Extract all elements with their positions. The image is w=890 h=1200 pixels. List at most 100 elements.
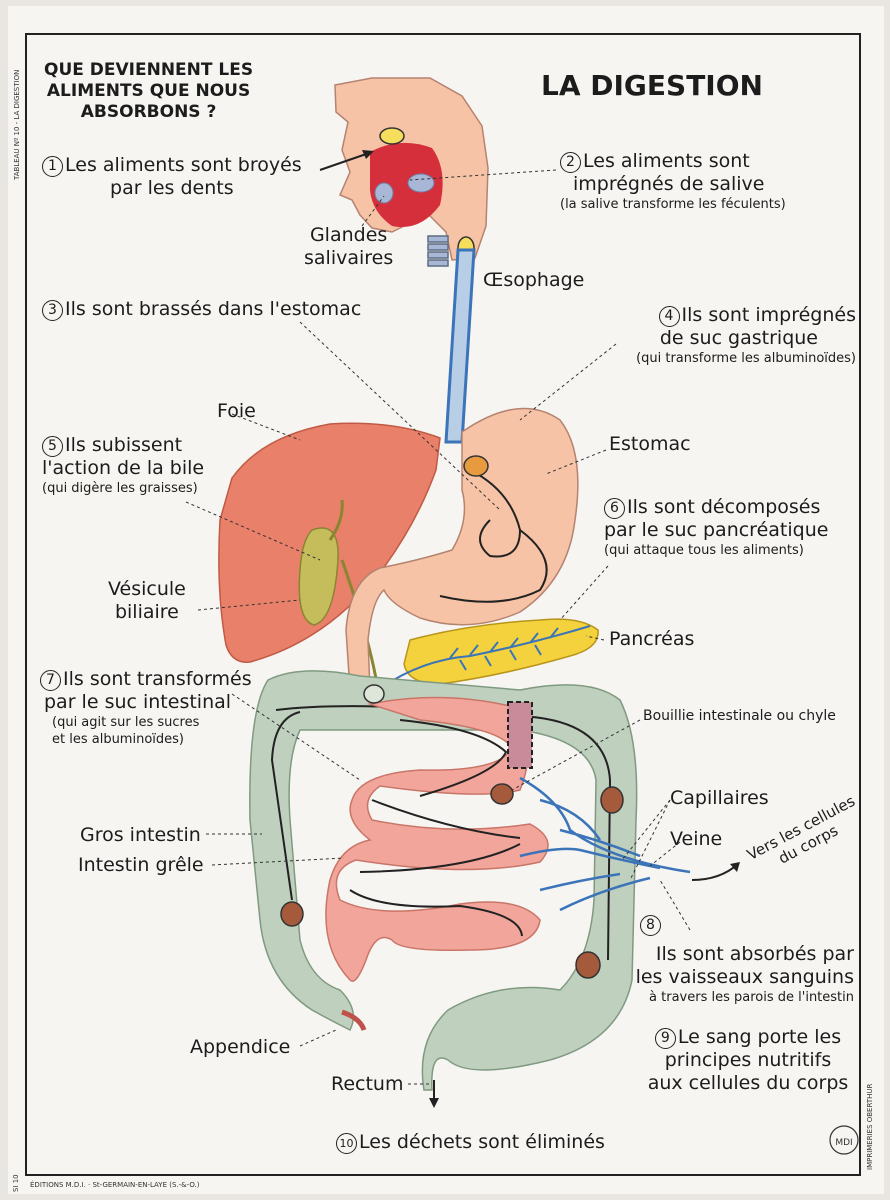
step-text: Ils sont transformés: [63, 668, 252, 690]
label-line: salivaires: [304, 247, 394, 269]
question-line: QUE DEVIENNENT LES: [44, 60, 254, 80]
step-text: aux cellules du corps: [647, 1072, 849, 1094]
label-oesophage: Œsophage: [483, 269, 585, 291]
step-note: (qui transforme les albuminoïdes): [636, 351, 856, 366]
label-appendice: Appendice: [190, 1036, 291, 1058]
label-pancreas: Pancréas: [609, 628, 695, 650]
step-text: principes nutritifs: [664, 1049, 832, 1071]
gallbladder: [298, 527, 339, 626]
question-line: ALIMENTS QUE NOUS: [46, 81, 251, 101]
step-text: Les aliments sont: [583, 150, 750, 172]
step-note: (qui digère les graisses): [42, 481, 198, 496]
step-text: par les dents: [110, 177, 234, 199]
footer-printer: IMPRIMERIES OBERTHUR: [866, 1083, 874, 1170]
step-note: (la salive transforme les féculents): [560, 197, 786, 212]
stomach: [345, 407, 579, 691]
oesophagus: [444, 248, 476, 444]
step-number: 4: [658, 306, 680, 327]
step-number: 7: [40, 670, 61, 691]
small-intestine: [325, 696, 549, 982]
label-gros-intestin: Gros intestin: [80, 824, 201, 846]
veine-arrow: [691, 863, 739, 881]
label-line: Glandes: [309, 224, 388, 246]
step-text: Ils sont absorbés par: [655, 943, 854, 965]
intestine-boluses: [280, 783, 624, 979]
label-line: biliaire: [114, 601, 179, 623]
chyle-segment: [507, 701, 533, 769]
label-vesicule-biliaire: Vésicule biliaire: [108, 578, 186, 624]
step-number: 9: [654, 1028, 676, 1049]
label-capillaires: Capillaires: [670, 787, 769, 809]
step-8-number: 8: [640, 913, 663, 936]
label-estomac: Estomac: [609, 433, 691, 455]
step-text: par le suc pancréatique: [604, 519, 829, 541]
header-question: QUE DEVIENNENT LES ALIMENTS QUE NOUS ABS…: [44, 60, 253, 123]
step-note: à travers les parois de l'intestin: [649, 990, 854, 1005]
step-number: 10: [336, 1133, 357, 1154]
step-number: 5: [42, 436, 63, 457]
step-text: imprégnés de salive: [573, 173, 765, 195]
head-section: [319, 77, 489, 267]
salivary-gland-upper: [407, 173, 435, 193]
leader-lines: [185, 169, 691, 1085]
appendix: [341, 1009, 367, 1031]
label-veine: Veine: [670, 828, 723, 850]
step-note: et les albuminoïdes): [52, 732, 184, 747]
label-line: Vésicule: [108, 578, 186, 600]
stomach-churn-path: [439, 469, 548, 603]
step-text: les vaisseaux sanguins: [635, 966, 854, 988]
question-line: ABSORBONS ?: [80, 102, 217, 122]
poster-title: LA DIGESTION: [541, 69, 763, 102]
step-text: l'action de la bile: [42, 457, 205, 479]
capillaries-vein: [519, 776, 691, 912]
step-number: 2: [560, 152, 581, 173]
step-text: Les aliments sont broyés: [65, 154, 302, 176]
label-glandes-salivaires: Glandes salivaires: [304, 224, 393, 270]
pancreas: [403, 618, 599, 685]
step-text: par le suc intestinal: [44, 691, 232, 713]
step-8: Ils sont absorbés par les vaisseaux sang…: [608, 943, 854, 1006]
step-number: 1: [42, 156, 63, 177]
footer-code: SI 10: [12, 1174, 20, 1192]
side-label: TABLEAU Nº 10 - LA DIGESTION: [13, 69, 21, 180]
large-intestine: [249, 670, 638, 1091]
mouth-cavity: [370, 142, 443, 228]
step-text: Le sang porte les: [677, 1026, 842, 1048]
step-note: (qui attaque tous les aliments): [604, 543, 804, 558]
bolus-duodenum: [363, 684, 385, 704]
trachea-rings: [427, 235, 449, 267]
step-number: 6: [604, 498, 625, 519]
label-bouillie-intestinale: Bouillie intestinale ou chyle: [643, 708, 836, 724]
bolus-stomach: [463, 455, 489, 477]
footer-editions: ÉDITIONS M.D.I. · St-GERMAIN-EN-LAYE (S.…: [30, 1181, 200, 1189]
mdi-logo: MDI: [829, 1125, 859, 1155]
step-text: Ils sont brassés dans l'estomac: [65, 298, 362, 320]
poster-frame: [25, 33, 861, 1176]
label-intestin-grele: Intestin grêle: [78, 854, 204, 876]
step-text: Ils subissent: [65, 434, 183, 456]
step-text: de suc gastrique: [659, 327, 818, 349]
teeth-arrow: [319, 151, 373, 171]
small-intestine-flow: [349, 719, 523, 937]
label-foie: Foie: [217, 400, 256, 422]
step-text: Les déchets sont éliminés: [359, 1131, 605, 1153]
label-rectum: Rectum: [331, 1073, 404, 1095]
step-note: (qui agit sur les sucres: [52, 715, 200, 730]
step-number: 3: [42, 300, 63, 321]
salivary-gland-lower: [374, 182, 394, 204]
step-text: Ils sont décomposés: [627, 496, 821, 518]
bolus-mouth: [379, 127, 405, 145]
step-text: Ils sont imprégnés: [681, 304, 857, 326]
logo-text: MDI: [835, 1138, 852, 1148]
step-number: 8: [640, 915, 661, 936]
pancreatic-duct: [377, 625, 591, 691]
